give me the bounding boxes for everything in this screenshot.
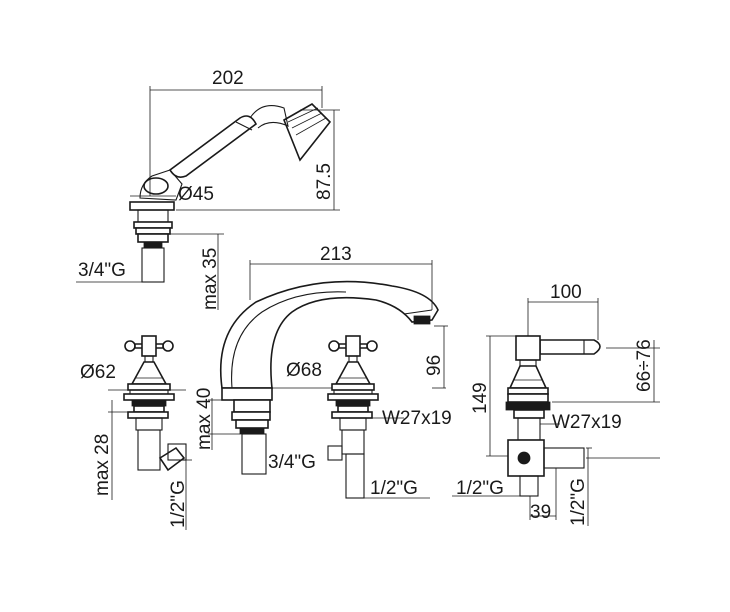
diverter-outlet-label: 39 [530, 502, 551, 523]
left-valve-max-label: max 28 [92, 434, 113, 496]
hand-shower-max-label: max 35 [200, 248, 221, 310]
diverter-lever [539, 339, 601, 355]
spout-max-label: max 40 [194, 388, 215, 450]
center-valve-assembly: W27x19 1/2"G [327, 335, 452, 499]
diverter-thread-label: 1/2"G [456, 478, 504, 499]
spout-height-label: 96 [424, 355, 445, 376]
spout-diameter-label: Ø68 [286, 360, 322, 381]
shower-head [282, 103, 332, 162]
hand-shower-thread-label: 3/4"G [78, 260, 126, 281]
left-valve-diameter-label: Ø62 [80, 362, 116, 383]
left-valve-assembly: Ø62 max 28 1/2"G [80, 335, 192, 530]
spout-width-label: 213 [320, 244, 352, 265]
diverter-width-label: 100 [550, 282, 582, 303]
diverter-range-label: 66÷76 [634, 339, 655, 392]
diverter-nut-label: W27x19 [552, 412, 622, 433]
diverter-outlet-thread-label: 1/2"G [568, 478, 589, 526]
hand-shower-assembly: 202 87.5 Ø45 3/4"G max 35 [76, 68, 340, 310]
left-valve-thread-label: 1/2"G [168, 480, 189, 528]
spout-assembly: 213 96 Ø68 max 40 3/4"G [194, 244, 448, 475]
center-valve-thread-label: 1/2"G [370, 478, 418, 499]
spout-body [219, 280, 439, 389]
center-valve-nut-label: W27x19 [382, 408, 452, 429]
diverter-assembly: 100 149 66÷76 W27x19 1/2"G 39 1/2"G [452, 282, 660, 526]
hand-shower-width-label: 202 [212, 68, 244, 89]
hand-shower-height-label: 87.5 [314, 163, 335, 200]
diverter-height-label: 149 [470, 382, 491, 414]
hand-shower-diameter-label: Ø45 [178, 184, 214, 205]
spout-thread-label: 3/4"G [268, 452, 316, 473]
